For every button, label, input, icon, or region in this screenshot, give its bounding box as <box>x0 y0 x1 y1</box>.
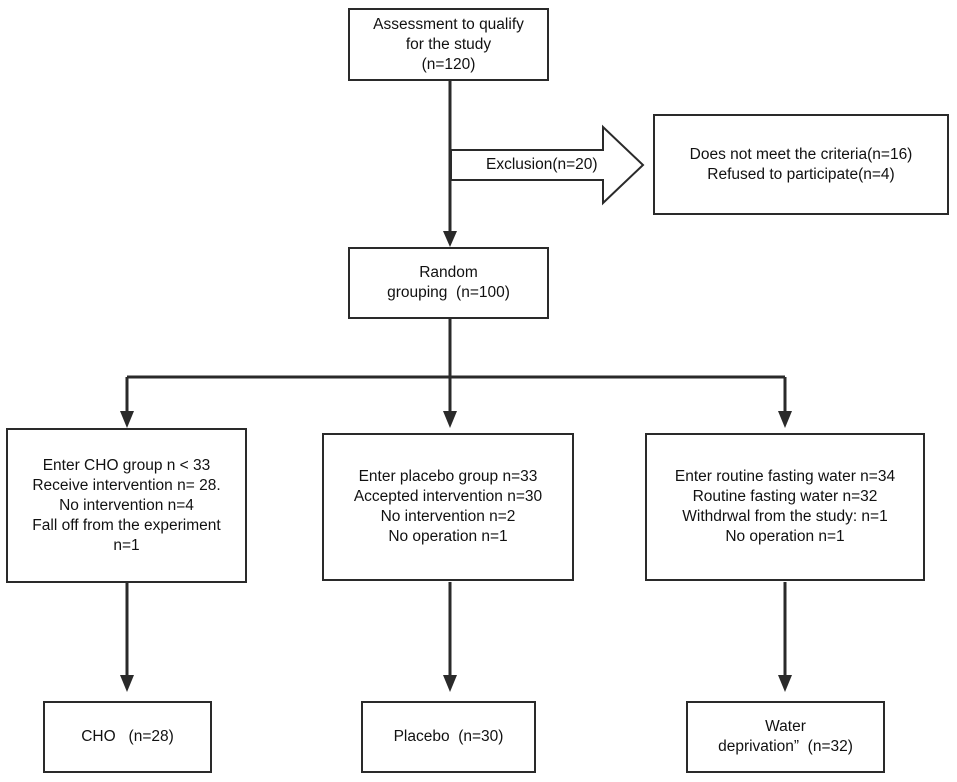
group-line: No operation n=1 <box>388 528 508 545</box>
group-line: No intervention n=2 <box>380 508 516 525</box>
assessment-line: Assessment to qualify <box>373 15 524 33</box>
exclusion-box: Does not meet the criteria(n=16) Refused… <box>653 114 949 215</box>
placebo-group-box: Enter placebo group n=33 Accepted interv… <box>322 433 574 581</box>
random-grouping-box: Random grouping (n=100) <box>348 247 549 319</box>
arrowhead-group1 <box>120 411 134 428</box>
placebo-outcome-box: Placebo (n=30) <box>361 701 536 773</box>
outcome-line: Water <box>765 718 806 735</box>
group-line: Fall off from the experiment <box>32 516 221 534</box>
group-line: No intervention n=4 <box>59 496 194 514</box>
group-line: No operation n=1 <box>725 528 845 545</box>
arrowhead-group3 <box>778 411 792 428</box>
exclusion-arrow-label: Exclusion(n=20) <box>486 156 598 173</box>
arrowhead-random <box>443 231 457 247</box>
exclusion-reason: Does not meet the criteria(n=16) <box>689 145 913 163</box>
cho-group-box: Enter CHO group n < 33 Receive intervent… <box>6 428 247 583</box>
outcome-line: deprivation” (n=32) <box>718 738 853 755</box>
group-line: n=1 <box>113 536 140 554</box>
assessment-line: for the study <box>405 35 492 53</box>
random-line: Random <box>419 264 478 281</box>
group-line: Enter CHO group n < 33 <box>42 456 211 474</box>
arrowhead-group2 <box>443 411 457 428</box>
group-line: Accepted intervention n=30 <box>353 488 543 505</box>
cho-outcome-box: CHO (n=28) <box>43 701 212 773</box>
arrowhead-outcome2 <box>443 675 457 692</box>
arrowhead-outcome1 <box>120 675 134 692</box>
group-line: Receive intervention n= 28. <box>32 476 221 494</box>
random-line: grouping (n=100) <box>387 284 510 301</box>
assessment-line: (n=120) <box>421 55 476 73</box>
exclusion-reason: Refused to participate(n=4) <box>707 165 895 183</box>
group-line: Enter routine fasting water n=34 <box>674 468 896 485</box>
outcome-line: CHO (n=28) <box>81 728 174 745</box>
water-group-box: Enter routine fasting water n=34 Routine… <box>645 433 925 581</box>
group-line: Routine fasting water n=32 <box>692 488 878 505</box>
arrowhead-outcome3 <box>778 675 792 692</box>
outcome-line: Placebo (n=30) <box>393 728 504 745</box>
group-line: Withdrwal from the study: n=1 <box>682 508 888 525</box>
group-line: Enter placebo group n=33 <box>358 468 538 485</box>
exclusion-block-arrow <box>450 124 645 206</box>
water-outcome-box: Water deprivation” (n=32) <box>686 701 885 773</box>
assessment-box: Assessment to qualify for the study (n=1… <box>348 8 549 81</box>
